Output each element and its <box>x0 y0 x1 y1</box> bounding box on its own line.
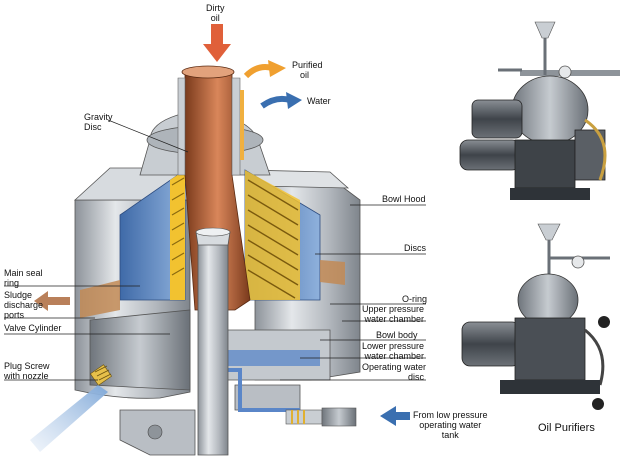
label-discs: Discs <box>404 243 426 253</box>
label-bowl-hood: Bowl Hood <box>382 194 426 204</box>
sludge-space <box>80 280 120 318</box>
purifier-photo-top <box>459 21 620 200</box>
label-water: Water <box>307 96 331 106</box>
leader-lines <box>4 119 426 381</box>
spindle-shaft <box>197 239 229 456</box>
caption-oil-purifiers: Oil Purifiers <box>538 422 595 434</box>
sludge-discharge-arrow <box>34 291 70 311</box>
bowl-assembly <box>30 65 361 456</box>
dirty-oil-arrow <box>203 24 231 62</box>
water-outlet-arrow <box>260 92 302 109</box>
purified-oil-arrow <box>243 60 286 79</box>
label-valve-cylinder: Valve Cylinder <box>4 323 62 333</box>
valve-cylinder-body <box>89 309 191 391</box>
disc-stack-left <box>170 170 185 300</box>
disc-stack-right <box>245 170 300 300</box>
water-jet <box>30 385 108 452</box>
label-bowl-body: Bowl body <box>376 330 418 340</box>
purifier-photo-bottom <box>461 223 610 410</box>
operating-water-inlet-arrow <box>380 406 410 426</box>
inlet-fitting <box>285 407 357 427</box>
label-o-ring: O-ring <box>402 294 428 304</box>
